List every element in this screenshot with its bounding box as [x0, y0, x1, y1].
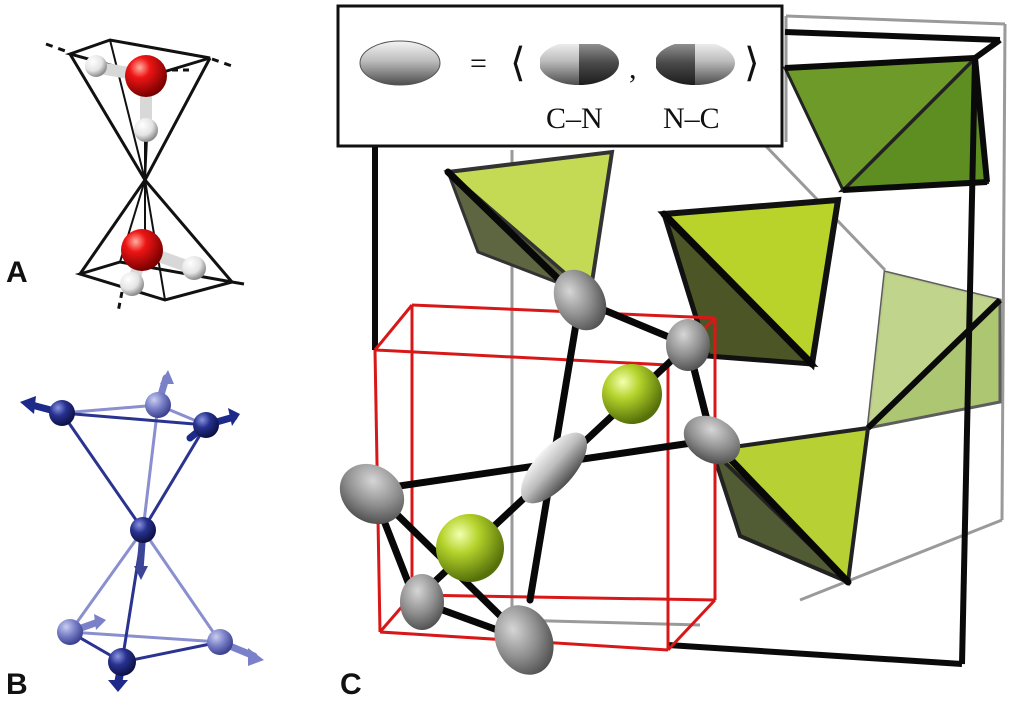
c-n-ellipsoid-icon [540, 44, 619, 85]
legend-bracket-open: ⟨ [510, 40, 526, 85]
upper-cone-side-right [143, 57, 212, 181]
panel-label-c: C [340, 668, 362, 701]
lower-cone-outline [74, 260, 233, 302]
spin-site [49, 400, 75, 426]
lower-cone-side-left [78, 179, 147, 275]
spin-site [145, 392, 171, 418]
cn-ellipsoid [666, 319, 710, 371]
legend-box: = ⟨ , ⟩ C–N N–C [336, 4, 784, 148]
cn-ellipsoid [553, 269, 607, 331]
front-bonds [60, 411, 221, 664]
metal-ion [602, 364, 662, 424]
oxygen-atom [125, 55, 167, 97]
legend-equals: = [470, 47, 487, 80]
legend-comma: , [629, 52, 637, 85]
lower-ring-dash [231, 280, 245, 286]
upper-cone-side-left [68, 53, 147, 181]
panel-b-diagram [20, 370, 264, 692]
panel-c-diagram [339, 14, 1007, 675]
metal-ion [436, 514, 504, 582]
panel-label-a: A [6, 256, 28, 289]
spin-site [108, 648, 136, 676]
upper-cone-side-back [109, 39, 146, 181]
hydrogen-atom [182, 256, 206, 280]
panel-a-diagram [45, 38, 245, 313]
cn-ellipsoid [521, 432, 587, 504]
hydrogen-atom [134, 118, 158, 142]
spin-site [130, 517, 156, 543]
cn-ellipsoid [339, 463, 405, 525]
spin-site [193, 412, 219, 438]
legend-bracket-close: ⟩ [744, 40, 760, 85]
hydrogen-atom [120, 272, 144, 296]
n-c-ellipsoid-icon [656, 44, 735, 85]
upper-axis-dash-right [211, 57, 233, 68]
oxygen-atom [121, 229, 163, 271]
spin-site [57, 619, 83, 645]
legend-label-nc: N–C [663, 102, 720, 135]
lower-axis-dash [116, 291, 124, 313]
cn-ellipsoid [494, 605, 554, 675]
front-cube-edges [372, 29, 1003, 667]
legend-label-cn: C–N [546, 102, 603, 135]
lower-cone-side-right [143, 179, 234, 283]
upper-axis-dash [45, 42, 69, 54]
cn-ellipsoid [683, 415, 741, 465]
cn-ellipsoid [400, 574, 444, 630]
panel-label-b: B [6, 668, 28, 701]
hydrogen-atom [85, 55, 107, 77]
cn-ellipsoid-legend-icon [359, 40, 441, 86]
spin-site [207, 629, 233, 655]
